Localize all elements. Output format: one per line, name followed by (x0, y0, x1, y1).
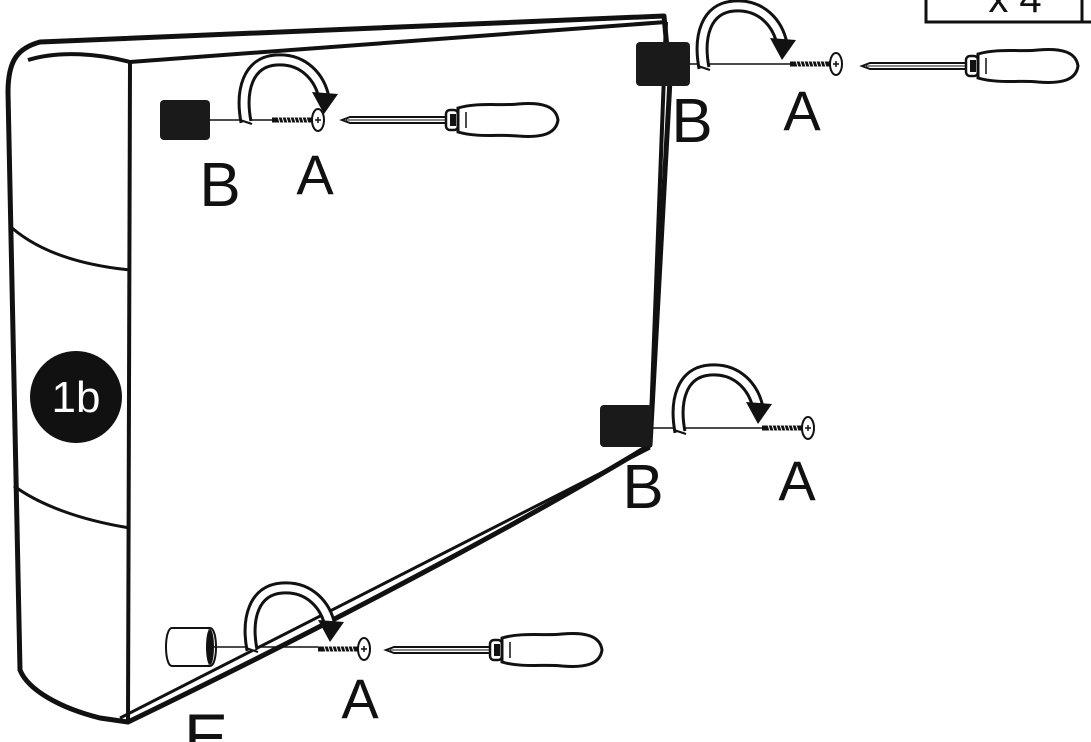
screw-label: A (778, 449, 816, 512)
screw-label: A (783, 79, 821, 142)
cabinet-body (5, 13, 673, 725)
foot-pad-icon (160, 100, 210, 140)
assembly-bottom: E A (165, 588, 604, 742)
assembly-right-middle: B A (600, 370, 816, 522)
rotate-arrow-icon (674, 370, 772, 434)
screw-icon (762, 417, 814, 439)
pad-label: B (622, 453, 663, 522)
phillips-screwdriver-icon (860, 48, 1080, 84)
pad-label: B (199, 151, 240, 220)
foot-pad-icon (165, 627, 217, 667)
screw-label: A (341, 667, 379, 730)
step-badge-label: 1b (52, 373, 101, 422)
phillips-screwdriver-icon (384, 632, 604, 668)
screw-icon (318, 638, 370, 660)
step-badge: 1b (30, 351, 122, 443)
rotate-arrow-icon (698, 6, 796, 70)
screw-icon (790, 53, 842, 75)
assembly-top-right: B A (636, 6, 1080, 156)
foot-pad-icon (636, 42, 690, 86)
assembly-top-left: B A (160, 60, 560, 220)
pad-special-label: E (184, 700, 228, 742)
quantity-label: x 4 (988, 0, 1041, 21)
quantity-box: x 4 (924, 0, 1091, 24)
pad-label: B (671, 87, 712, 156)
foot-pad-icon (600, 405, 652, 447)
screw-label: A (296, 143, 334, 206)
